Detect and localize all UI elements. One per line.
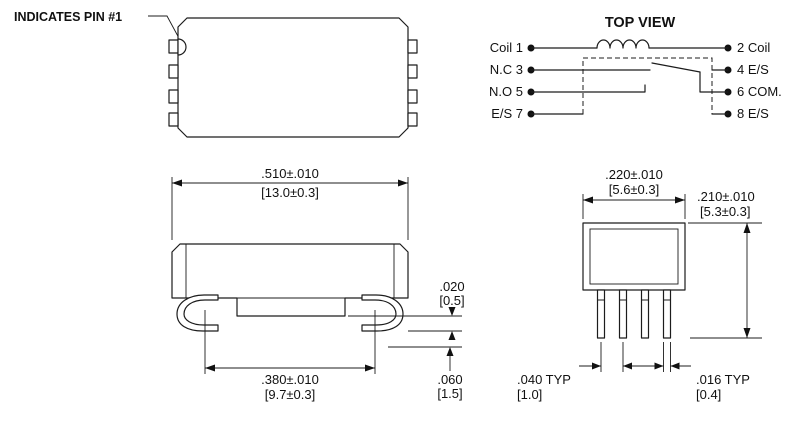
arrowhead-down <box>743 328 751 338</box>
pin-label-right-8: 8 E/S <box>737 106 769 121</box>
lead-pad-right-4 <box>407 112 418 127</box>
dim-depth-mm: [5.6±0.3] <box>609 182 660 197</box>
arrowhead-left <box>583 196 593 204</box>
arrowhead-left <box>172 179 182 187</box>
dim-lead-height-mm: [1.5] <box>437 386 462 401</box>
extension-lines <box>688 222 762 339</box>
extension-lines <box>204 310 376 374</box>
package-top-outline <box>168 17 418 138</box>
dim-width-mm: [13.0±0.3] <box>261 185 319 200</box>
arrowhead-left <box>670 362 680 370</box>
end-lead-4 <box>662 289 672 339</box>
dim-pitch-mm: [1.0] <box>517 387 542 402</box>
end-view-body-outline <box>582 222 686 291</box>
dim-lead-span-mm: [9.7±0.3] <box>265 387 316 402</box>
lead-pad-right-2 <box>407 64 418 79</box>
side-view-lead-right <box>361 294 404 332</box>
dim-body-height: .210±.010 [5.3±0.3] <box>688 189 762 339</box>
end-lead-1 <box>596 289 606 339</box>
pin-label-left-3: N.C 3 <box>490 62 523 77</box>
end-lead-2 <box>618 289 628 339</box>
arrowhead-right <box>592 362 601 370</box>
dim-depth-inch: .220±.010 <box>605 167 663 182</box>
arrowhead-left <box>205 364 215 372</box>
extension-lines <box>582 194 686 219</box>
dim-lead-span-inch: .380±.010 <box>261 372 319 387</box>
end-view-body-inner <box>589 228 679 285</box>
dim-standoff-inch: .020 <box>439 279 464 294</box>
lead-pad-left-1 <box>168 39 179 54</box>
end-view-leads <box>596 289 672 339</box>
arrowhead-left <box>623 362 632 370</box>
extension-lines <box>348 315 462 332</box>
side-view: .510±.010 [13.0±0.3] .020 [0.5] .060 [1.… <box>171 166 465 402</box>
arrowhead-right <box>398 179 408 187</box>
side-view-body-detail-lines <box>185 244 395 299</box>
pin-label-right-4: 4 E/S <box>737 62 769 77</box>
dim-body-depth: .220±.010 [5.6±0.3] <box>582 167 686 219</box>
dim-standoff: .020 [0.5] <box>348 279 465 340</box>
dim-lead-span: .380±.010 [9.7±0.3] <box>204 310 376 402</box>
dim-pitch-inch: .040 TYP <box>517 372 571 387</box>
lead-pad-left-4 <box>168 112 179 127</box>
dim-lead-pitch: .040 TYP [1.0] <box>517 342 645 402</box>
arrowhead-up <box>448 331 456 340</box>
schematic-title: TOP VIEW <box>605 15 676 31</box>
pin-label-left-5: N.O 5 <box>489 84 523 99</box>
switch-armature-blade <box>651 62 701 73</box>
lead-pad-left-3 <box>168 89 179 104</box>
pin1-callout: INDICATES PIN #1 <box>14 10 181 41</box>
dim-lead-width: .016 TYP [0.4] <box>645 342 750 402</box>
arrowhead-up <box>446 347 454 356</box>
side-view-body-outline <box>171 243 409 317</box>
coil-inductor-symbol <box>596 39 650 49</box>
dim-body-width: .510±.010 [13.0±0.3] <box>171 166 409 240</box>
extension-lines <box>600 342 624 372</box>
arrowhead-right <box>654 362 664 370</box>
pin-label-right-6: 6 COM. <box>737 84 782 99</box>
lead-pad-right-3 <box>407 89 418 104</box>
dim-height-inch: .210±.010 <box>697 189 755 204</box>
pin-label-right-2: 2 Coil <box>737 40 770 55</box>
lead-pad-left-2 <box>168 64 179 79</box>
pin-label-left-1: Coil 1 <box>490 40 523 55</box>
side-view-lead-left <box>176 294 219 332</box>
dim-lead-height-inch: .060 <box>437 372 462 387</box>
shield-dashed-outline <box>582 57 713 114</box>
package-body-outline <box>177 17 409 138</box>
arrowhead-right <box>365 364 375 372</box>
arrowhead-right <box>675 196 685 204</box>
dim-standoff-mm: [0.5] <box>439 293 464 308</box>
dim-height-mm: [5.3±0.3] <box>700 204 751 219</box>
dim-lead-width-inch: .016 TYP <box>696 372 750 387</box>
pin1-leader-line <box>148 15 181 41</box>
arrowhead-down <box>448 307 456 316</box>
pin-label-left-7: E/S 7 <box>491 106 523 121</box>
end-lead-3 <box>640 289 650 339</box>
pin1-callout-label: INDICATES PIN #1 <box>14 10 122 24</box>
schematic-top-view: TOP VIEW Coil 1 N.C 3 N.O 5 E/S 7 2 Coil… <box>489 15 782 121</box>
pin-terminal-dots <box>527 44 732 118</box>
dim-lead-width-mm: [0.4] <box>696 387 721 402</box>
dim-width-inch: .510±.010 <box>261 166 319 181</box>
extension-lines <box>171 177 409 240</box>
end-view: .220±.010 [5.6±0.3] .210±.010 [5.3±0.3] … <box>517 167 762 402</box>
dim-lead-height: .060 [1.5] <box>388 346 463 401</box>
arrowhead-up <box>743 223 751 233</box>
lead-pad-right-1 <box>407 39 418 54</box>
pin1-notch <box>177 38 187 56</box>
extension-lines <box>663 342 671 372</box>
schematic-wires <box>530 47 729 115</box>
